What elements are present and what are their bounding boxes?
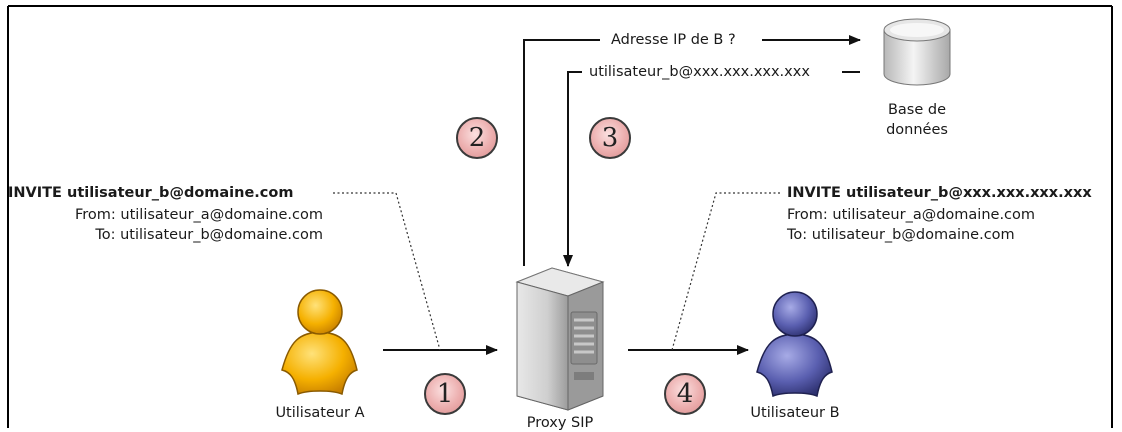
invite-a-line: INVITE utilisateur_b@domaine.com (8, 185, 294, 201)
step-badge-3: 3 (589, 117, 631, 159)
user-b-label: Utilisateur B (750, 405, 840, 421)
server-icon (515, 267, 605, 411)
from-b-line: From: utilisateur_a@domaine.com (787, 207, 1036, 223)
response-label: utilisateur_b@xxx.xxx.xxx.xxx (585, 63, 814, 81)
database-label-line1: Base de (887, 102, 947, 118)
step-badge-1: 1 (424, 373, 466, 415)
step-badge-4: 4 (664, 373, 706, 415)
user-a-label: Utilisateur A (275, 405, 365, 421)
query-label: Adresse IP de B ? (607, 31, 740, 49)
user-b-icon (756, 291, 833, 398)
invite-b-line: INVITE utilisateur_b@xxx.xxx.xxx.xxx (787, 185, 1092, 201)
leader-line-a (333, 192, 441, 351)
leader-line-b (671, 192, 780, 351)
to-a-line: To: utilisateur_b@domaine.com (95, 227, 323, 243)
proxy-label: Proxy SIP (526, 415, 594, 431)
database-icon (883, 18, 951, 86)
database-label-line2: données (886, 122, 948, 138)
step-badge-2: 2 (456, 117, 498, 159)
from-a-line: From: utilisateur_a@domaine.com (74, 207, 323, 223)
to-b-line: To: utilisateur_b@domaine.com (787, 227, 1015, 243)
arrow-query (523, 35, 861, 266)
user-a-icon (281, 289, 358, 396)
frame-border (7, 5, 1113, 428)
arrow-response (563, 71, 860, 267)
